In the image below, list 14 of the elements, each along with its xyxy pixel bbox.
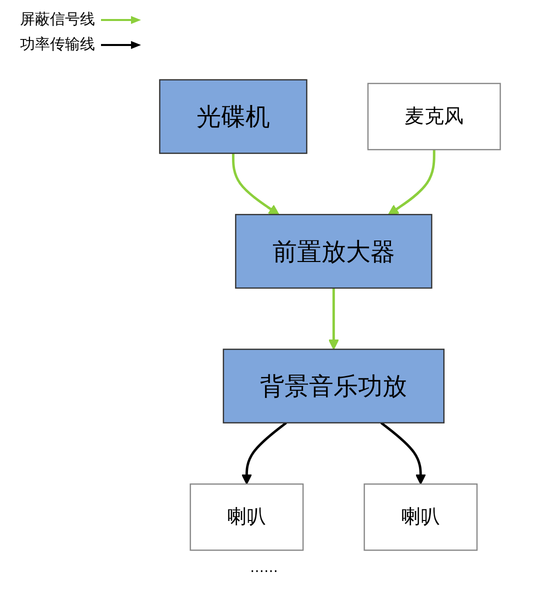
arrow bbox=[388, 150, 436, 216]
node-box: 喇叭 bbox=[190, 483, 304, 551]
node-box: 麦克风 bbox=[367, 82, 501, 150]
node-box: 喇叭 bbox=[364, 483, 478, 551]
legend-text: 屏蔽信号线 bbox=[20, 10, 95, 29]
arrow bbox=[328, 288, 340, 350]
node-box: 前置放大器 bbox=[235, 214, 432, 289]
legend-text: 功率传输线 bbox=[20, 35, 95, 54]
arrow bbox=[232, 153, 280, 216]
node-box: 光碟机 bbox=[159, 79, 308, 154]
arrow bbox=[241, 422, 287, 485]
arrow bbox=[380, 422, 426, 485]
ellipsis-label: …… bbox=[250, 560, 278, 576]
node-box: 背景音乐功放 bbox=[222, 348, 445, 424]
